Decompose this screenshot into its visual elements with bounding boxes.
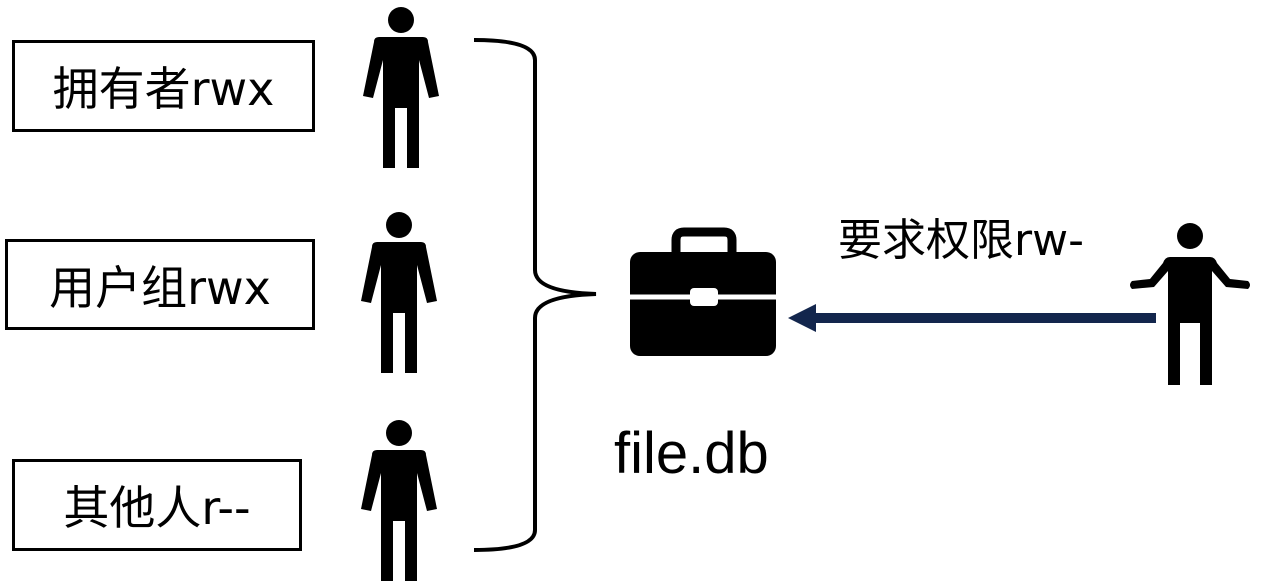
other-permission-box: 其他人r-- (12, 459, 302, 551)
owner-permission-label: 拥有者rwx (52, 62, 275, 116)
owner-permission-box: 拥有者rwx (12, 40, 315, 132)
grouping-brace (473, 38, 597, 552)
request-arrow (788, 304, 1156, 332)
briefcase-icon (630, 227, 776, 356)
requested-permission-label: 要求权限rw- (838, 215, 1084, 266)
other-permission-label: 其他人r-- (63, 481, 251, 535)
file-name-label: file.db (614, 421, 769, 486)
other-person-icon (361, 420, 437, 581)
requester-person-icon (1130, 223, 1250, 385)
owner-person-icon (363, 7, 439, 168)
group-permission-label: 用户组rwx (49, 260, 271, 315)
group-permission-box: 用户组rwx (5, 239, 315, 330)
group-person-icon (361, 212, 437, 373)
